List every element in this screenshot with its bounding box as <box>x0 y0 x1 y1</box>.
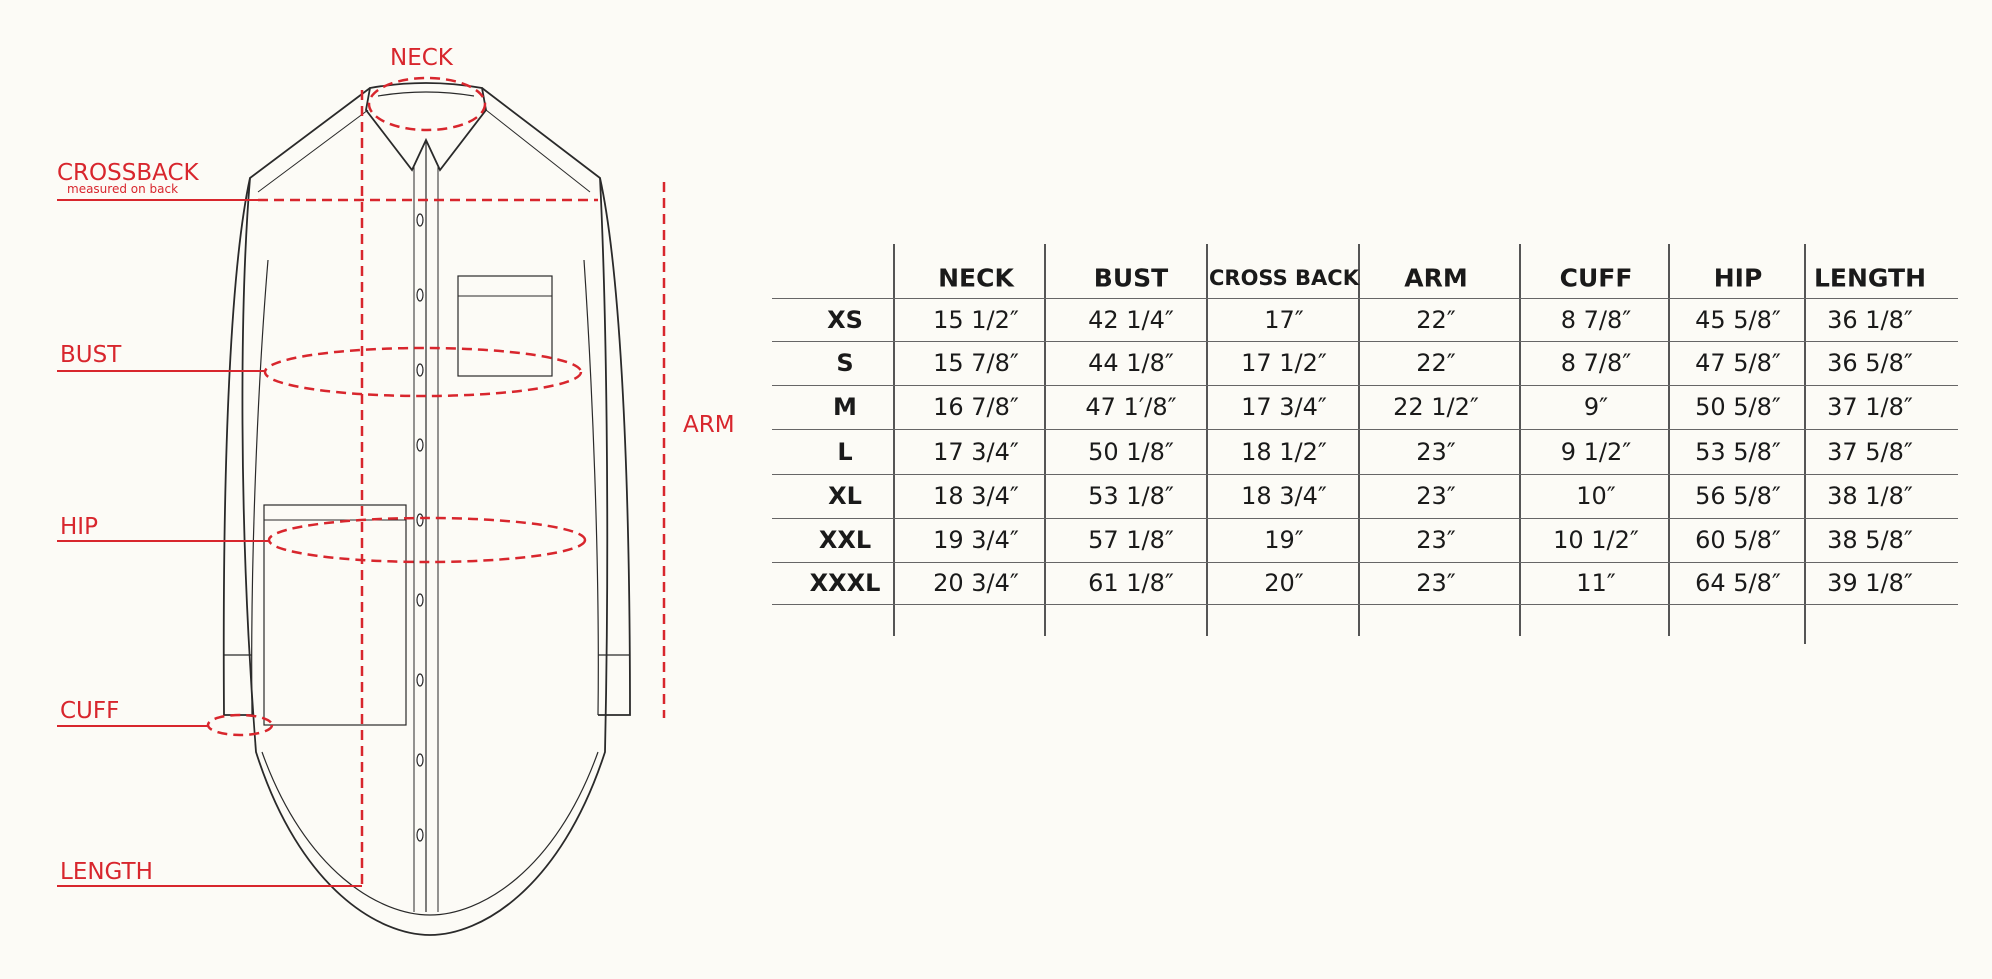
table-cell: 23″ <box>1416 569 1456 597</box>
table-cell: 8 7/8″ <box>1560 305 1632 334</box>
crossback-label: CROSSBACK <box>57 160 200 186</box>
table-cell: 15 1/2″ <box>933 305 1019 334</box>
table-column-divider <box>1668 244 1670 636</box>
table-cell: 18 3/4″ <box>1241 482 1327 510</box>
table-row-divider <box>772 298 1958 300</box>
table-header: ARM <box>1404 263 1468 293</box>
table-column-divider <box>1044 244 1046 636</box>
table-column-divider <box>1804 244 1806 644</box>
hip-label: HIP <box>60 514 98 540</box>
table-cell: 20 3/4″ <box>933 569 1019 597</box>
table-column-divider <box>1206 244 1208 636</box>
table-cell: 36 5/8″ <box>1827 349 1913 377</box>
table-cell: 45 5/8″ <box>1695 305 1781 334</box>
size-label: L <box>837 437 853 466</box>
table-cell: 20″ <box>1264 569 1304 597</box>
table-cell: 47 1′/8″ <box>1085 393 1177 421</box>
table-cell: 11″ <box>1576 569 1616 597</box>
table-header: NECK <box>938 263 1014 293</box>
measurement-markers <box>206 76 666 885</box>
table-cell: 19″ <box>1264 526 1304 554</box>
table-cell: 56 5/8″ <box>1695 482 1781 510</box>
table-cell: 17 3/4″ <box>933 437 1019 466</box>
table-cell: 42 1/4″ <box>1088 305 1174 334</box>
table-cell: 22″ <box>1416 305 1456 334</box>
table-row-divider <box>772 562 1958 564</box>
table-cell: 23″ <box>1416 526 1456 554</box>
neck-label: NECK <box>390 45 454 71</box>
table-cell: 38 1/8″ <box>1827 482 1913 510</box>
table-cell: 17 1/2″ <box>1241 349 1327 377</box>
table-cell: 39 1/8″ <box>1827 569 1913 597</box>
hip-marker <box>267 516 587 564</box>
table-cell: 16 7/8″ <box>933 393 1019 421</box>
table-row-divider <box>772 474 1958 476</box>
crossback-note: measured on back <box>67 182 178 196</box>
table-header: BUST <box>1093 263 1169 293</box>
table-cell: 17″ <box>1264 305 1304 334</box>
size-label: XL <box>828 482 862 510</box>
table-cell: 22″ <box>1416 349 1456 377</box>
table-cell: 8 7/8″ <box>1560 349 1632 377</box>
table-cell: 47 5/8″ <box>1695 349 1781 377</box>
table-cell: 60 5/8″ <box>1695 526 1781 554</box>
table-row-divider <box>772 385 1958 387</box>
table-cell: 23″ <box>1416 482 1456 510</box>
leader-lines <box>57 199 362 887</box>
table-cell: 22 1/2″ <box>1393 393 1479 421</box>
table-header: HIP <box>1713 263 1763 293</box>
table-cell: 18 1/2″ <box>1241 437 1327 466</box>
table-cell: 44 1/8″ <box>1088 349 1174 377</box>
bust-label: BUST <box>60 342 122 368</box>
arm-label: ARM <box>683 412 735 438</box>
size-label: XXL <box>818 526 872 554</box>
table-cell: 10″ <box>1576 482 1616 510</box>
table-header: LENGTH <box>1814 263 1926 293</box>
table-cell: 36 1/8″ <box>1827 305 1913 334</box>
table-cell: 23″ <box>1416 437 1456 466</box>
size-label: M <box>833 393 857 421</box>
table-cell: 15 7/8″ <box>933 349 1019 377</box>
table-cell: 50 1/8″ <box>1088 437 1174 466</box>
table-header: CUFF <box>1559 263 1633 293</box>
table-cell: 17 3/4″ <box>1241 393 1327 421</box>
table-row-divider <box>772 341 1958 343</box>
table-column-divider <box>893 244 895 636</box>
table-column-divider <box>1519 244 1521 636</box>
table-cell: 9″ <box>1583 393 1609 421</box>
table-cell: 38 5/8″ <box>1827 526 1913 554</box>
size-label: XXXL <box>809 569 881 597</box>
cuff-label: CUFF <box>60 698 119 724</box>
table-cell: 37 5/8″ <box>1827 437 1913 466</box>
table-cell: 18 3/4″ <box>933 482 1019 510</box>
size-label: XS <box>827 305 863 334</box>
table-row-divider <box>772 604 1958 606</box>
table-column-divider <box>1358 244 1360 636</box>
table-cell: 57 1/8″ <box>1088 526 1174 554</box>
table-cell: 53 5/8″ <box>1695 437 1781 466</box>
neck-marker <box>367 76 487 132</box>
table-row-divider <box>772 429 1958 431</box>
table-cell: 50 5/8″ <box>1695 393 1781 421</box>
length-label: LENGTH <box>60 859 153 885</box>
size-label: S <box>836 349 854 377</box>
table-cell: 10 1/2″ <box>1553 526 1639 554</box>
table-cell: 61 1/8″ <box>1088 569 1174 597</box>
table-row-divider <box>772 518 1958 520</box>
table-header: CROSS BACK <box>1209 266 1359 290</box>
shirt-buttons <box>416 213 424 842</box>
table-cell: 19 3/4″ <box>933 526 1019 554</box>
table-cell: 53 1/8″ <box>1088 482 1174 510</box>
table-cell: 37 1/8″ <box>1827 393 1913 421</box>
shirt-outline <box>222 82 631 936</box>
table-cell: 64 5/8″ <box>1695 569 1781 597</box>
table-cell: 9 1/2″ <box>1560 437 1632 466</box>
